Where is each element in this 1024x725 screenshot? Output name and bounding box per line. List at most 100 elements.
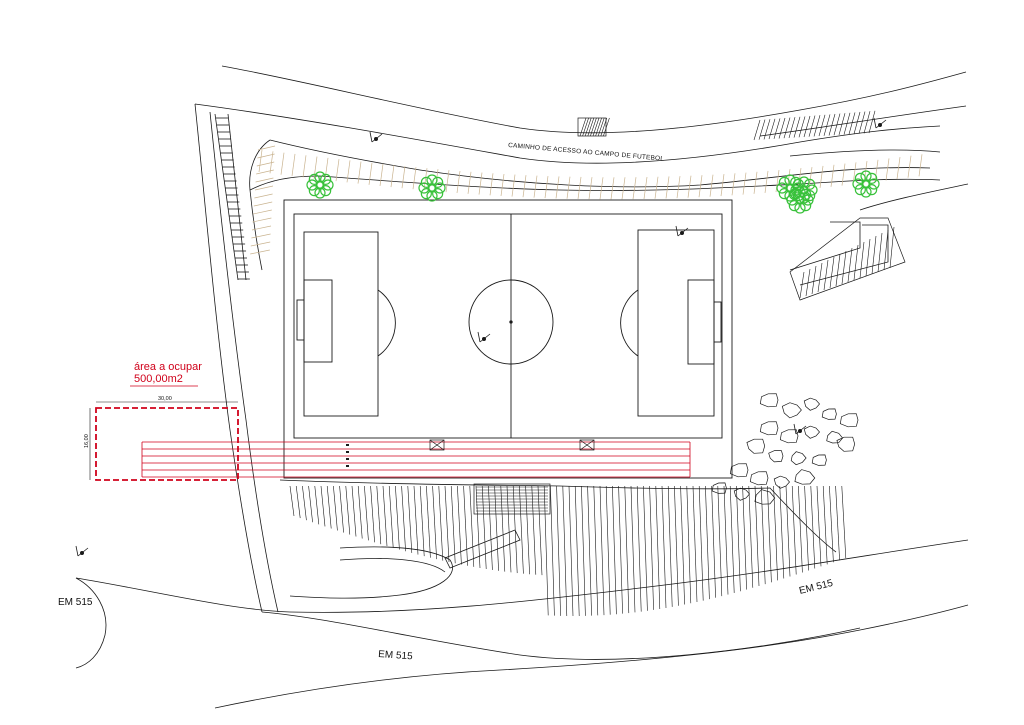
dimension-width: 30,00 <box>158 396 172 402</box>
path-hatch-line <box>819 165 824 188</box>
structure-hatch-line <box>799 271 805 299</box>
path-hatch-line <box>654 176 659 199</box>
slope-hatch-line <box>643 485 648 611</box>
upper-road-line-3 <box>759 105 967 137</box>
structure-hatch-line <box>847 247 853 283</box>
slope-hatch-line <box>674 485 679 606</box>
penalty-arc-left <box>377 289 396 357</box>
road-label-right: EM 515 <box>798 578 835 597</box>
bottom-road-bottom <box>214 604 969 709</box>
slope-hatch-line <box>742 485 747 590</box>
slope-hatch-line <box>838 113 846 135</box>
path-hatch-line <box>412 167 417 190</box>
path-hatch-line <box>456 170 461 194</box>
slope-hatch-line <box>680 485 685 605</box>
slope-hatch-line <box>705 485 710 600</box>
goal-box-icon <box>579 439 595 451</box>
slope-hatch-line <box>550 485 555 616</box>
path-hatch-line <box>742 172 747 195</box>
field-outer-boundary <box>283 199 733 479</box>
path-hatch-line <box>753 171 758 194</box>
slope-hatch-line <box>868 110 876 134</box>
path-hatch-line <box>610 177 615 200</box>
slope-hatch-line <box>778 117 786 139</box>
slope-hatch-line <box>686 485 692 604</box>
retaining-wall-left <box>214 113 250 281</box>
rock <box>729 463 749 478</box>
track-start-marks <box>346 444 349 467</box>
slope-hatch-line <box>320 485 326 527</box>
slope-hatch-line <box>333 485 338 531</box>
structure-hatch-line <box>805 268 811 297</box>
slope-hatch-line <box>785 485 791 577</box>
path-hatch-line <box>687 175 692 198</box>
slope-hatch-line <box>791 485 797 575</box>
slope-hatch-line <box>729 485 735 593</box>
bottom-road-top <box>75 539 969 613</box>
slope-hatch-line <box>351 485 357 537</box>
slope-hatch-line <box>798 116 806 138</box>
structure-hatch-line <box>811 265 817 295</box>
bottom-road-mid <box>261 611 861 660</box>
slope-hatch-line <box>783 117 791 139</box>
slope-hatch-line <box>481 485 487 569</box>
slope-hatch-line <box>494 485 499 571</box>
path-hatch-line <box>907 155 912 178</box>
rock <box>811 454 827 466</box>
slope-hatch-line <box>556 485 561 616</box>
slope-hatch-line <box>469 485 475 567</box>
rock <box>759 421 779 436</box>
slope-hatch-line <box>848 112 856 135</box>
path-hatch-line <box>665 176 670 199</box>
path-hatch-line <box>291 153 296 177</box>
centre-circle <box>468 279 554 365</box>
structure-hatch <box>476 117 895 512</box>
rock-area <box>711 393 859 505</box>
slope-hatch-line <box>326 485 332 529</box>
rock <box>821 408 837 420</box>
slope-hatch-line <box>568 485 574 617</box>
slope-hatch-line <box>605 485 611 615</box>
goal-area-right <box>687 279 715 365</box>
slope-hatch-line <box>519 485 524 574</box>
slope-hatch-line <box>810 485 816 569</box>
path-hatch-line <box>250 249 270 255</box>
right-wall-block <box>789 217 906 301</box>
rock <box>803 425 820 439</box>
slope-hatch-line <box>581 485 586 616</box>
upper-road-line-4 <box>789 149 941 157</box>
path-hatch-line <box>566 176 571 199</box>
slope-hatch-line <box>767 485 772 583</box>
path-hatch-line <box>841 163 846 186</box>
slope-hatch-line <box>763 119 771 140</box>
slope-hatch-line <box>853 111 861 135</box>
slope-hatch-line <box>314 485 320 525</box>
path-hatch-line <box>632 177 637 200</box>
tree-icon <box>786 186 814 214</box>
slope-hatch <box>289 110 876 617</box>
structure-hatch-line <box>865 238 871 277</box>
slope-hatch-line <box>803 115 811 138</box>
path-hatch-line <box>257 153 275 159</box>
slope-hatch-line <box>612 485 617 615</box>
slope-hatch-line <box>711 485 716 598</box>
rock <box>733 487 750 501</box>
upper-road-line-2 <box>194 103 941 164</box>
goal-area-left <box>303 279 333 363</box>
tree-icon <box>852 170 880 198</box>
path-hatch-line <box>511 174 516 197</box>
slope-hatch-line <box>798 485 803 573</box>
structure-hatch-line <box>829 256 835 289</box>
path-hatch-line <box>577 176 582 200</box>
structure-hatch-line <box>579 117 587 137</box>
slope-hatch-line <box>818 114 826 137</box>
slope-hatch-line <box>401 485 406 552</box>
rock <box>754 489 776 505</box>
stair-ramp <box>444 529 521 569</box>
survey-marker-icon <box>75 545 89 557</box>
slope-hatch-line <box>822 485 828 565</box>
slope-hatch-line <box>843 112 851 135</box>
path-hatch-line <box>258 149 263 173</box>
path-hatch-line <box>896 157 901 180</box>
